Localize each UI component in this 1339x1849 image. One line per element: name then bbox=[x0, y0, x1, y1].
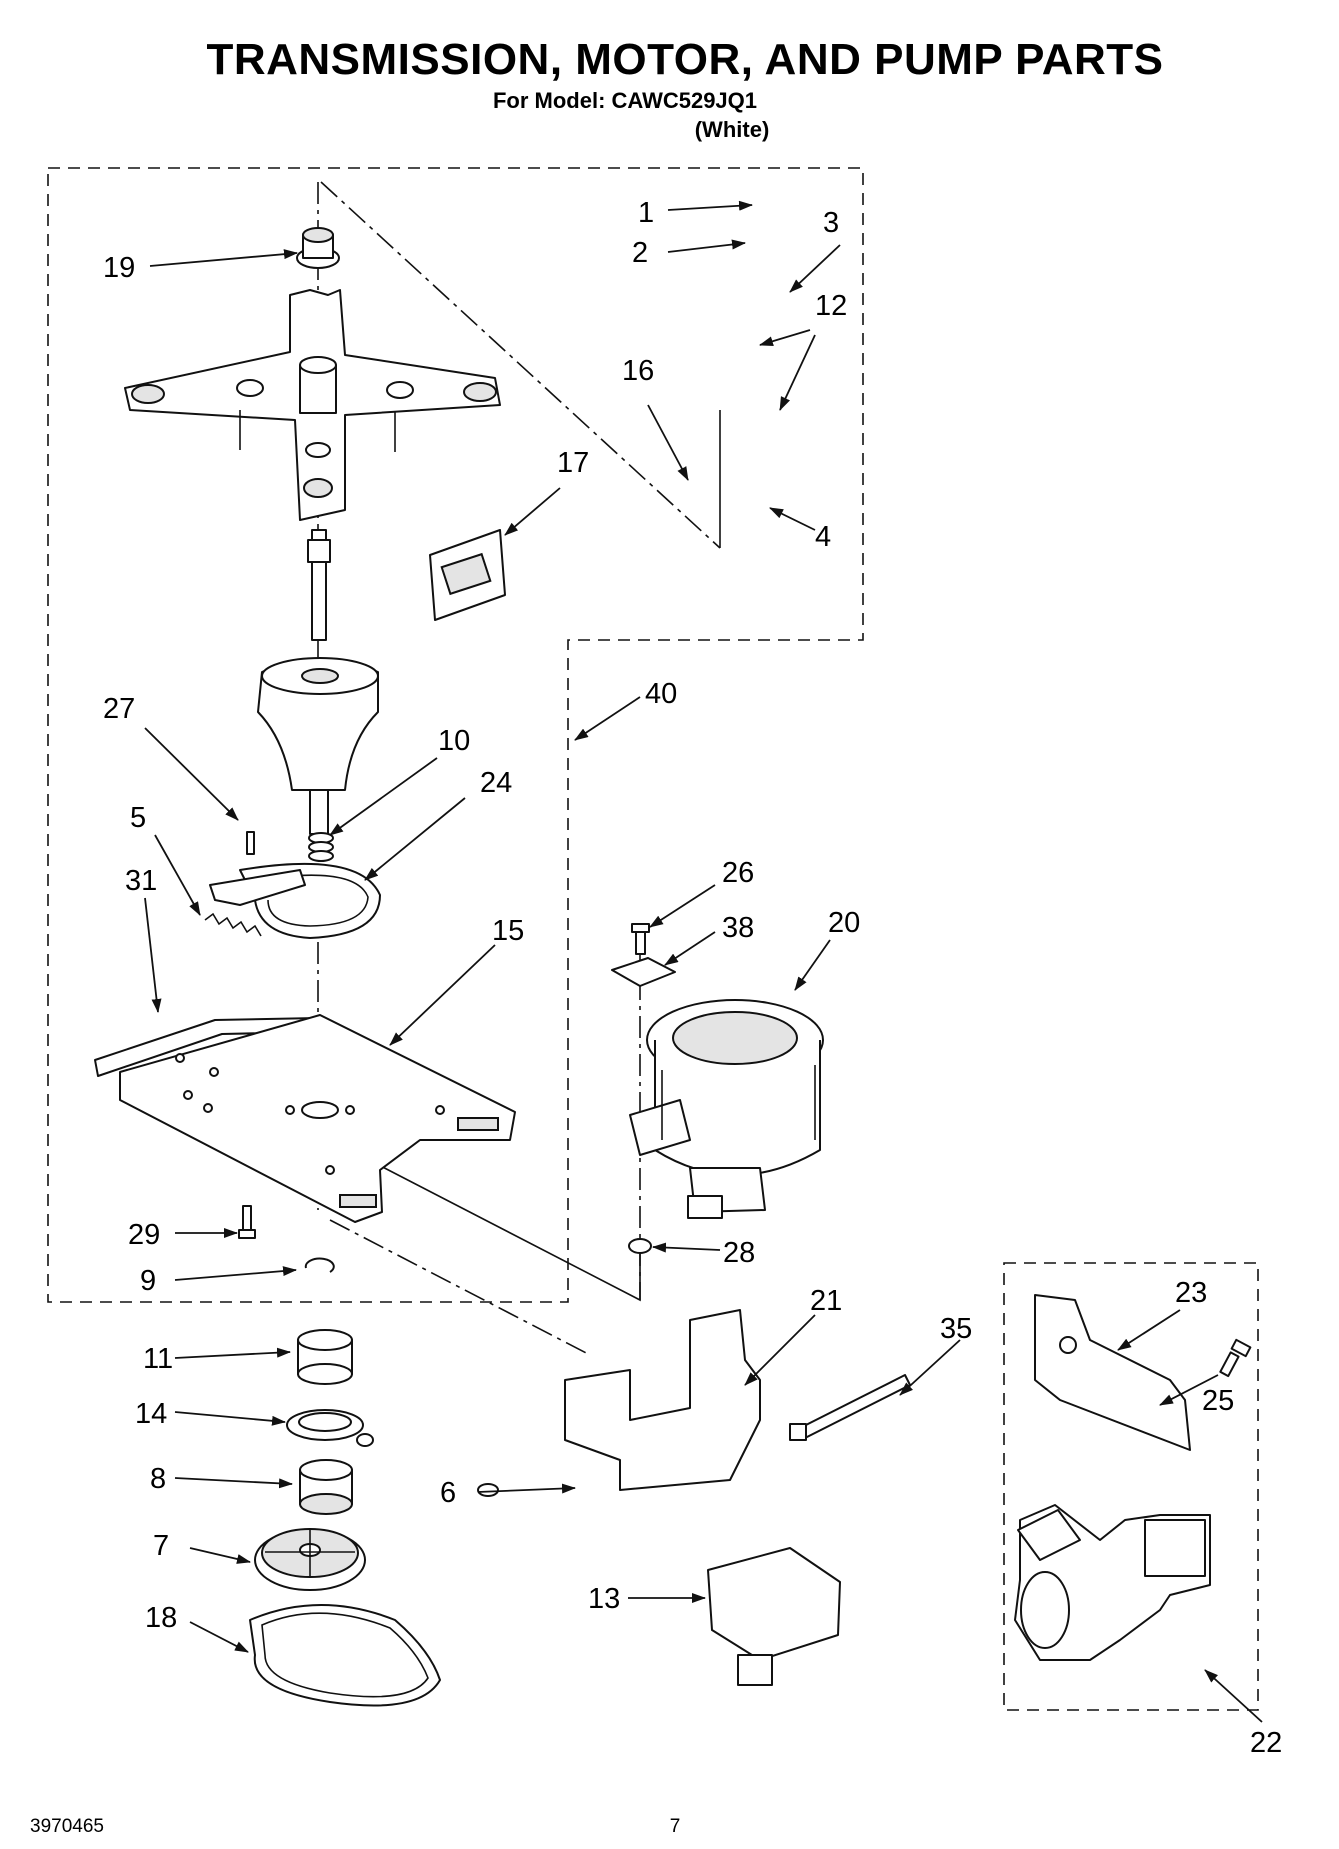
part-28-nut bbox=[628, 1238, 652, 1254]
callout-40: 40 bbox=[645, 678, 677, 710]
part-7-pulley bbox=[254, 1528, 366, 1591]
callout-29: 29 bbox=[128, 1219, 160, 1251]
brake-lever bbox=[209, 869, 306, 906]
callout-18: 18 bbox=[145, 1602, 177, 1634]
callout-14: 14 bbox=[135, 1398, 167, 1430]
callout-2: 2 bbox=[632, 237, 648, 269]
drive-block-assembly-line bbox=[320, 181, 721, 549]
part-13-lid-switch bbox=[707, 1547, 841, 1686]
color-line: (White) bbox=[695, 117, 770, 142]
callout-16: 16 bbox=[622, 355, 654, 387]
callout-9: 9 bbox=[140, 1265, 156, 1297]
part-24-brake-band bbox=[239, 862, 381, 939]
bracket-assembly-line bbox=[329, 1219, 591, 1356]
bracket-hole bbox=[1059, 1336, 1077, 1354]
callout-11: 11 bbox=[143, 1343, 173, 1375]
callout-numbers: 1 2 3 12 16 17 4 19 27 10 24 5 31 15 40 … bbox=[103, 197, 1282, 1759]
pump-group-boundary bbox=[1003, 1262, 1259, 1711]
callout-5: 5 bbox=[130, 802, 146, 834]
drive-block-spider bbox=[124, 289, 501, 521]
callout-23: 23 bbox=[1175, 1277, 1207, 1309]
callout-17: 17 bbox=[557, 447, 589, 479]
part-22-pump bbox=[1014, 1504, 1211, 1661]
callout-31: 31 bbox=[125, 865, 157, 897]
callout-12: 12 bbox=[815, 290, 847, 322]
transmission bbox=[257, 529, 379, 835]
part-26-screw bbox=[631, 923, 650, 955]
callout-20: 20 bbox=[828, 907, 860, 939]
part-27-pin bbox=[246, 831, 255, 855]
callout-35: 35 bbox=[940, 1313, 972, 1345]
part-5-spring bbox=[204, 912, 262, 937]
callout-13: 13 bbox=[588, 1583, 620, 1615]
callout-26: 26 bbox=[722, 857, 754, 889]
callout-27: 27 bbox=[103, 693, 135, 725]
part-23-pump-bracket bbox=[1034, 1294, 1191, 1451]
part-25-screw bbox=[1219, 1338, 1252, 1378]
diagram-title: TRANSMISSION, MOTOR, AND PUMP PARTS bbox=[206, 35, 1163, 84]
transmission-group-boundary bbox=[47, 167, 864, 1303]
motor-bracket-assembly-line bbox=[339, 1144, 641, 1302]
part-17-gasket bbox=[429, 529, 506, 621]
callout-24: 24 bbox=[480, 767, 512, 799]
callout-15: 15 bbox=[492, 915, 524, 947]
belt-inner-edge bbox=[261, 1612, 429, 1698]
part-10-spring bbox=[308, 832, 334, 862]
callout-4: 4 bbox=[815, 521, 831, 553]
part-38-plate bbox=[611, 957, 676, 987]
callout-25: 25 bbox=[1202, 1385, 1234, 1417]
callout-10: 10 bbox=[438, 725, 470, 757]
part-9-clip bbox=[304, 1257, 335, 1273]
part-35-cable-tie bbox=[799, 1374, 911, 1439]
callout-22: 22 bbox=[1250, 1727, 1282, 1759]
part-20-motor bbox=[629, 999, 824, 1219]
part-15-mounting-plate bbox=[119, 1014, 516, 1223]
callout-6: 6 bbox=[440, 1477, 456, 1509]
part-6-nut bbox=[477, 1483, 499, 1497]
part-8-nut bbox=[299, 1459, 353, 1515]
part-14-seal bbox=[286, 1409, 374, 1447]
callout-28: 28 bbox=[723, 1237, 755, 1269]
part-11-bearing bbox=[297, 1329, 353, 1385]
part-21-bracket bbox=[564, 1309, 761, 1491]
callout-1: 1 bbox=[638, 197, 654, 229]
callout-21: 21 bbox=[810, 1285, 842, 1317]
callout-3: 3 bbox=[823, 207, 839, 239]
doc-number: 3970465 bbox=[30, 1816, 104, 1837]
callout-38: 38 bbox=[722, 912, 754, 944]
cable-tie-head bbox=[789, 1423, 807, 1441]
page-number: 7 bbox=[670, 1816, 681, 1837]
part-19-bushing bbox=[296, 227, 340, 269]
part-29-screw bbox=[238, 1205, 256, 1239]
callout-8: 8 bbox=[150, 1463, 166, 1495]
callout-19: 19 bbox=[103, 252, 135, 284]
model-line: For Model: CAWC529JQ1 bbox=[493, 88, 757, 113]
callout-leaders bbox=[144, 200, 1263, 1723]
callout-7: 7 bbox=[153, 1530, 169, 1562]
